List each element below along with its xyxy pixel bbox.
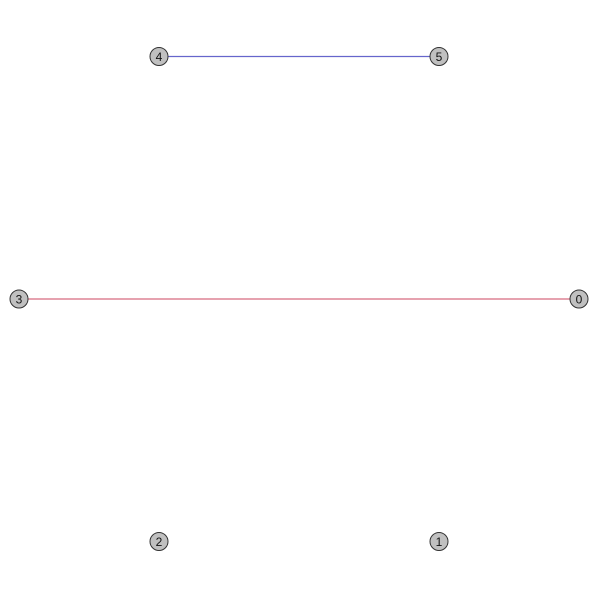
node-circle bbox=[149, 531, 169, 551]
node-circle bbox=[149, 47, 169, 67]
node-5: 5 bbox=[429, 47, 449, 67]
node-2: 2 bbox=[149, 531, 169, 551]
node-circle bbox=[569, 289, 589, 309]
node-0: 0 bbox=[569, 289, 589, 309]
node-circle bbox=[9, 289, 29, 309]
node-label: 2 bbox=[156, 535, 163, 549]
node-1: 1 bbox=[429, 531, 449, 551]
node-circle bbox=[429, 47, 449, 67]
node-3: 3 bbox=[9, 289, 29, 309]
node-label: 4 bbox=[156, 50, 163, 64]
node-label: 5 bbox=[436, 50, 443, 64]
node-label: 1 bbox=[436, 535, 443, 549]
node-label: 0 bbox=[576, 293, 583, 307]
node-4: 4 bbox=[149, 47, 169, 67]
nodes-layer: 0 1 2 3 4 5 bbox=[9, 47, 589, 551]
node-label: 3 bbox=[16, 293, 23, 307]
node-circle bbox=[429, 531, 449, 551]
edges-layer bbox=[19, 55, 579, 300]
